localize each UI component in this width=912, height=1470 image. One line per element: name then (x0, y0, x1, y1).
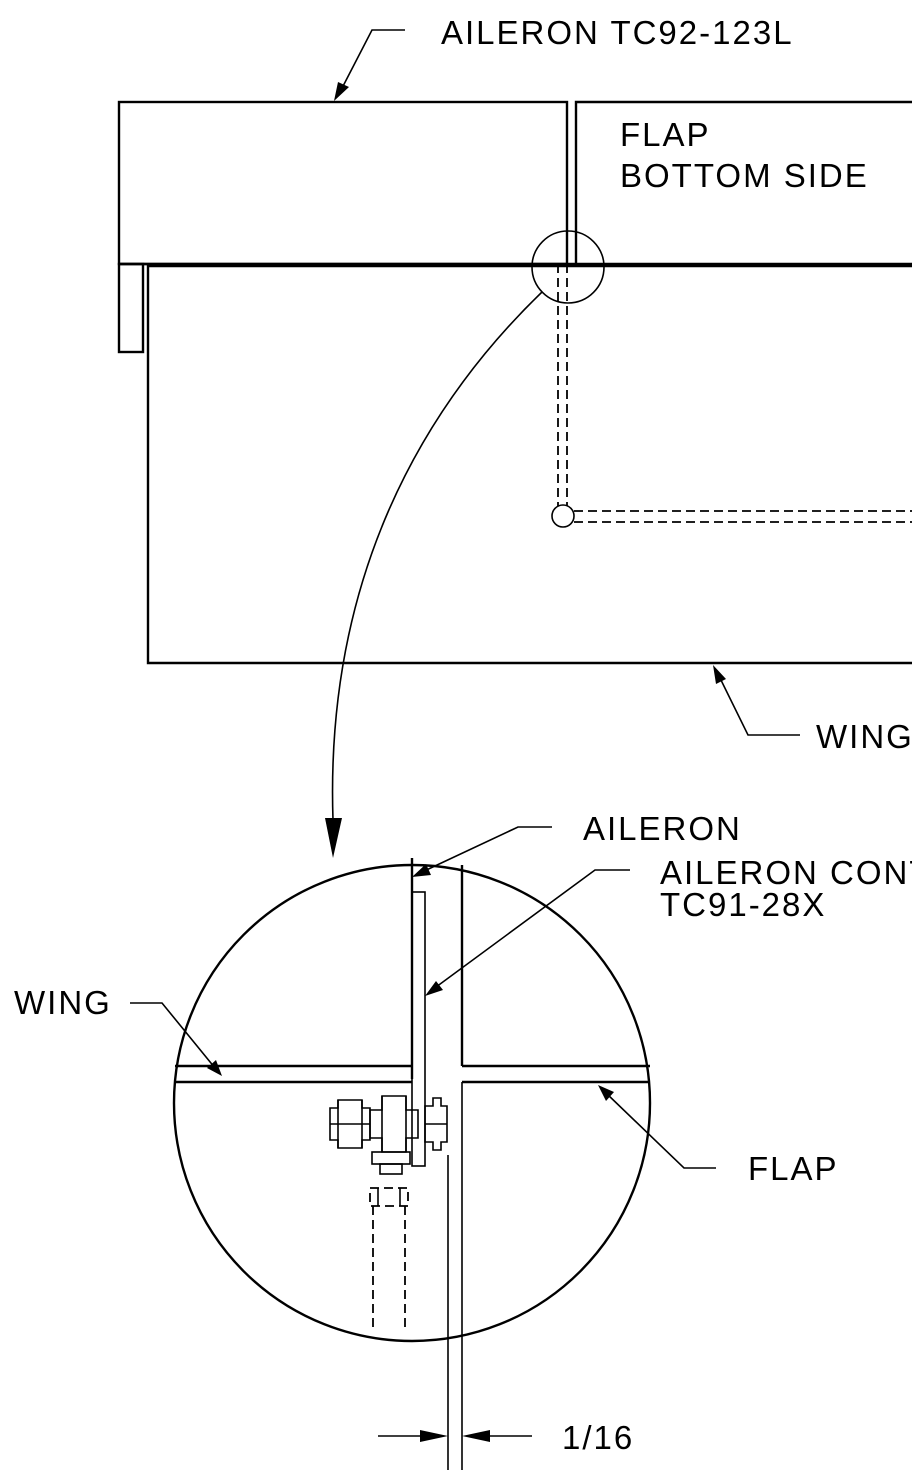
flap-label: FLAP (620, 116, 711, 153)
wing-outline (146, 264, 912, 665)
detail-view: AILERON AILERON CONT TC91-28X WING FLAP … (14, 810, 912, 1470)
dimension-label: 1/16 (562, 1419, 634, 1456)
bolt-assembly (329, 1095, 448, 1330)
aileron-outline (117, 100, 569, 266)
detail-control-label: AILERON CONT (660, 854, 912, 891)
detail-aileron-label: AILERON (583, 810, 742, 847)
plan-view: AILERON TC92-123L FLAP BOTTOM SIDE WING (117, 14, 912, 755)
flap-side-label: BOTTOM SIDE (620, 157, 869, 194)
aileron-part-label: AILERON TC92-123L (441, 14, 794, 51)
aileron-tab (117, 262, 145, 354)
detail-callout-arc (331, 291, 543, 821)
detail-control-part-label: TC91-28X (660, 886, 826, 923)
control-horn (411, 891, 426, 1167)
pivot-circle (551, 504, 575, 528)
detail-wing-label: WING (14, 984, 112, 1021)
wing-label: WING (816, 718, 912, 755)
flap-outline (574, 100, 912, 264)
dimension-1-16: 1/16 (378, 1419, 634, 1456)
detail-flap-label: FLAP (748, 1150, 839, 1187)
detail-callout-circle (531, 230, 605, 304)
